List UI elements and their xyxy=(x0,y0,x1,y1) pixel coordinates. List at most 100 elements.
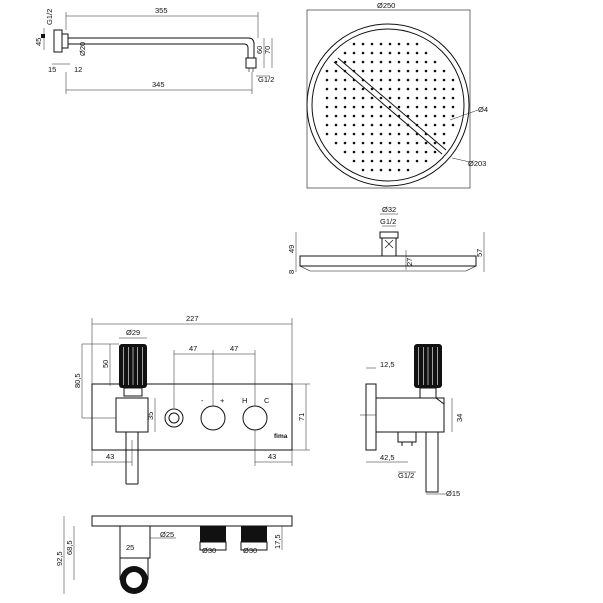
nozzle-dot xyxy=(424,78,428,82)
symbol-minus: - xyxy=(201,396,204,405)
nozzle-dot xyxy=(361,87,365,91)
nozzle-dot xyxy=(442,141,446,145)
dim-d250: Ø250 xyxy=(377,1,395,10)
nozzle-dot xyxy=(424,51,428,55)
dim-68-5: 68,5 xyxy=(65,540,74,555)
nozzle-dot xyxy=(388,150,392,154)
nozzle-dot xyxy=(415,78,419,82)
nozzle-dot xyxy=(451,87,455,91)
symbol-plus: + xyxy=(220,396,225,405)
dim-49: 49 xyxy=(287,245,296,253)
nozzle-dot xyxy=(451,105,455,109)
nozzle-dot xyxy=(325,132,329,136)
dim-d30a: Ø30 xyxy=(202,546,216,555)
nozzle-dot xyxy=(397,159,401,163)
nozzle-dot xyxy=(415,141,419,145)
nozzle-dot xyxy=(433,114,437,118)
nozzle-dot xyxy=(379,159,383,163)
nozzle-dot xyxy=(370,123,374,127)
nozzle-dot xyxy=(343,141,347,145)
dim-45: 45 xyxy=(34,38,43,46)
nozzle-dot xyxy=(424,69,428,73)
nozzle-dot xyxy=(361,42,365,46)
dim-17-5: 17,5 xyxy=(273,534,282,549)
nozzle-dot xyxy=(451,78,455,82)
nozzle-dot xyxy=(370,132,374,136)
nozzle-dot xyxy=(415,87,419,91)
nozzle-dot xyxy=(325,114,329,118)
nozzle-dot xyxy=(352,105,356,109)
nozzle-dot xyxy=(406,132,410,136)
nozzle-dot xyxy=(343,78,347,82)
nozzle-dot xyxy=(397,132,401,136)
nozzle-dot xyxy=(370,60,374,64)
nozzle-dot xyxy=(433,150,437,154)
nozzle-dot xyxy=(397,96,401,100)
nozzle-dot xyxy=(370,69,374,73)
mixer-top-view: Ø25 Ø30 Ø30 25 92,5 68,5 17,5 xyxy=(55,515,293,594)
nozzle-dot xyxy=(415,150,419,154)
dim-12-5: 12,5 xyxy=(380,360,395,369)
nozzle-dot xyxy=(433,141,437,145)
nozzle-dot xyxy=(406,51,410,55)
dim-d15: Ø15 xyxy=(446,489,460,498)
nozzle-dot xyxy=(415,96,419,100)
nozzle-dot xyxy=(361,159,365,163)
nozzle-dot xyxy=(352,123,356,127)
nozzle-dot xyxy=(388,114,392,118)
nozzle-dot xyxy=(325,105,329,109)
nozzle-dot xyxy=(361,114,365,118)
nozzle-dot xyxy=(406,87,410,91)
nozzle-dot xyxy=(424,87,428,91)
dim-35: 35 xyxy=(146,412,155,420)
shower-head-face-view: Ø250 Ø4 Ø203 xyxy=(306,1,488,189)
nozzle-dot xyxy=(388,132,392,136)
dim-d30b: Ø30 xyxy=(243,546,257,555)
nozzle-dot xyxy=(433,87,437,91)
dim-g12-mixer: G1/2 xyxy=(398,471,414,480)
nozzle-dot xyxy=(406,78,410,82)
nozzle-dot xyxy=(334,132,338,136)
nozzle-dot xyxy=(406,168,410,172)
knob-ridges-side xyxy=(418,347,438,385)
dim-60: 60 xyxy=(255,46,264,54)
nozzle-dot xyxy=(370,87,374,91)
symbol-c: C xyxy=(264,396,270,405)
nozzle-dot xyxy=(388,105,392,109)
nozzle-dot xyxy=(379,141,383,145)
dim-47a: 47 xyxy=(189,344,197,353)
nozzle-dot xyxy=(379,87,383,91)
nozzle-dot xyxy=(433,132,437,136)
nozzle-dot xyxy=(352,159,356,163)
nozzle-dot xyxy=(361,168,365,172)
nozzle-dot xyxy=(370,96,374,100)
nozzle-dot xyxy=(352,60,356,64)
nozzle-pattern xyxy=(325,42,455,172)
nozzle-dot xyxy=(361,150,365,154)
nozzle-dot xyxy=(352,87,356,91)
knob-ridges xyxy=(123,347,143,385)
nozzle-dot xyxy=(406,105,410,109)
dim-25: 25 xyxy=(126,543,134,552)
nozzle-dot xyxy=(388,78,392,82)
nozzle-dot xyxy=(388,141,392,145)
nozzle-dot xyxy=(415,51,419,55)
nozzle-dot xyxy=(370,51,374,55)
nozzle-dot xyxy=(343,105,347,109)
nozzle-dot xyxy=(406,96,410,100)
nozzle-dot xyxy=(424,123,428,127)
nozzle-dot xyxy=(415,159,419,163)
nozzle-dot xyxy=(442,78,446,82)
nozzle-dot xyxy=(406,150,410,154)
nozzle-dot xyxy=(397,87,401,91)
nozzle-dot xyxy=(370,141,374,145)
nozzle-dot xyxy=(397,69,401,73)
nozzle-dot xyxy=(361,132,365,136)
nozzle-dot xyxy=(334,123,338,127)
nozzle-dot xyxy=(397,123,401,127)
nozzle-dot xyxy=(379,150,383,154)
nozzle-dot xyxy=(379,69,383,73)
nozzle-dot xyxy=(361,69,365,73)
nozzle-dot xyxy=(361,141,365,145)
dim-d203: Ø203 xyxy=(468,159,486,168)
